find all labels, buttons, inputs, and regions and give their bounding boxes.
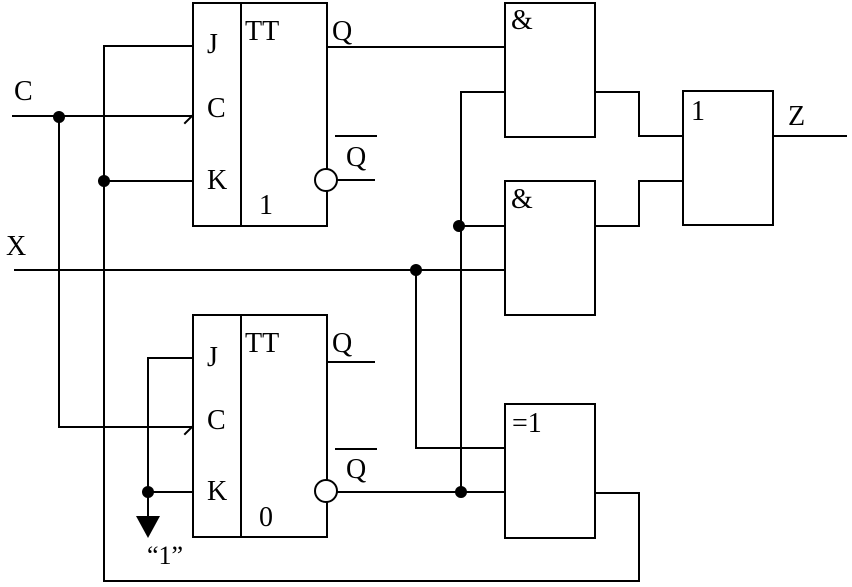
flipflop-2-pin-k: K bbox=[207, 476, 227, 507]
junction-dot bbox=[98, 175, 110, 187]
and-gate-middle: & bbox=[504, 180, 596, 316]
flipflop-1-pin-k: K bbox=[207, 165, 227, 196]
and-gate-top: & bbox=[504, 2, 596, 138]
junction-dot bbox=[410, 264, 422, 276]
flipflop-2-pin-j: J bbox=[207, 342, 218, 373]
junctions bbox=[53, 111, 467, 498]
wire-and-mid-to-or bbox=[594, 180, 684, 227]
junction-dot bbox=[453, 220, 465, 232]
flipflop-1-inverted-output-bubble bbox=[314, 168, 338, 192]
flipflop-2-inverted-output-bubble bbox=[314, 479, 338, 503]
flipflop-2-out-qbar: Q bbox=[346, 454, 366, 485]
junction-dot bbox=[142, 486, 154, 498]
and-gate-top-symbol: & bbox=[511, 5, 533, 36]
flipflop-2-out-q: Q bbox=[332, 328, 352, 359]
flipflop-1-pin-j: J bbox=[207, 29, 218, 60]
or-gate-body bbox=[682, 90, 774, 226]
flipflop-2: TT J C K 0 Q Q bbox=[192, 314, 377, 538]
flipflop-1: TT J C K 1 Q Q bbox=[192, 2, 377, 227]
xor-gate-symbol: =1 bbox=[512, 408, 542, 439]
junction-dot bbox=[455, 486, 467, 498]
and-gate-middle-body bbox=[504, 180, 596, 316]
wire-and-top-to-or bbox=[594, 91, 684, 137]
constant-one-label: “1” bbox=[147, 541, 183, 570]
flipflop-1-body bbox=[192, 2, 328, 227]
flipflop-1-out-qbar: Q bbox=[346, 142, 366, 173]
flipflop-2-body bbox=[192, 314, 328, 538]
and-gate-middle-symbol: & bbox=[511, 184, 533, 215]
flipflop-1-initial-state: 1 bbox=[259, 190, 273, 221]
input-label-c: C bbox=[14, 76, 33, 107]
flipflop-1-out-q: Q bbox=[332, 16, 352, 47]
xor-gate-body bbox=[504, 403, 596, 539]
flipflop-2-initial-state: 0 bbox=[259, 502, 273, 533]
constant-one-arrow-icon bbox=[136, 516, 160, 538]
or-gate: 1 bbox=[682, 90, 774, 226]
flipflop-1-pin-c: C bbox=[207, 93, 226, 124]
junction-dot bbox=[53, 111, 65, 123]
flipflop-1-type: TT bbox=[245, 16, 279, 47]
or-gate-symbol: 1 bbox=[691, 96, 705, 127]
flipflop-2-pin-c: C bbox=[207, 405, 226, 436]
output-label-z: Z bbox=[788, 101, 805, 132]
and-gate-top-body bbox=[504, 2, 596, 138]
flipflop-2-type: TT bbox=[245, 328, 279, 359]
input-label-x: X bbox=[6, 231, 26, 262]
xor-gate: =1 bbox=[504, 403, 596, 539]
